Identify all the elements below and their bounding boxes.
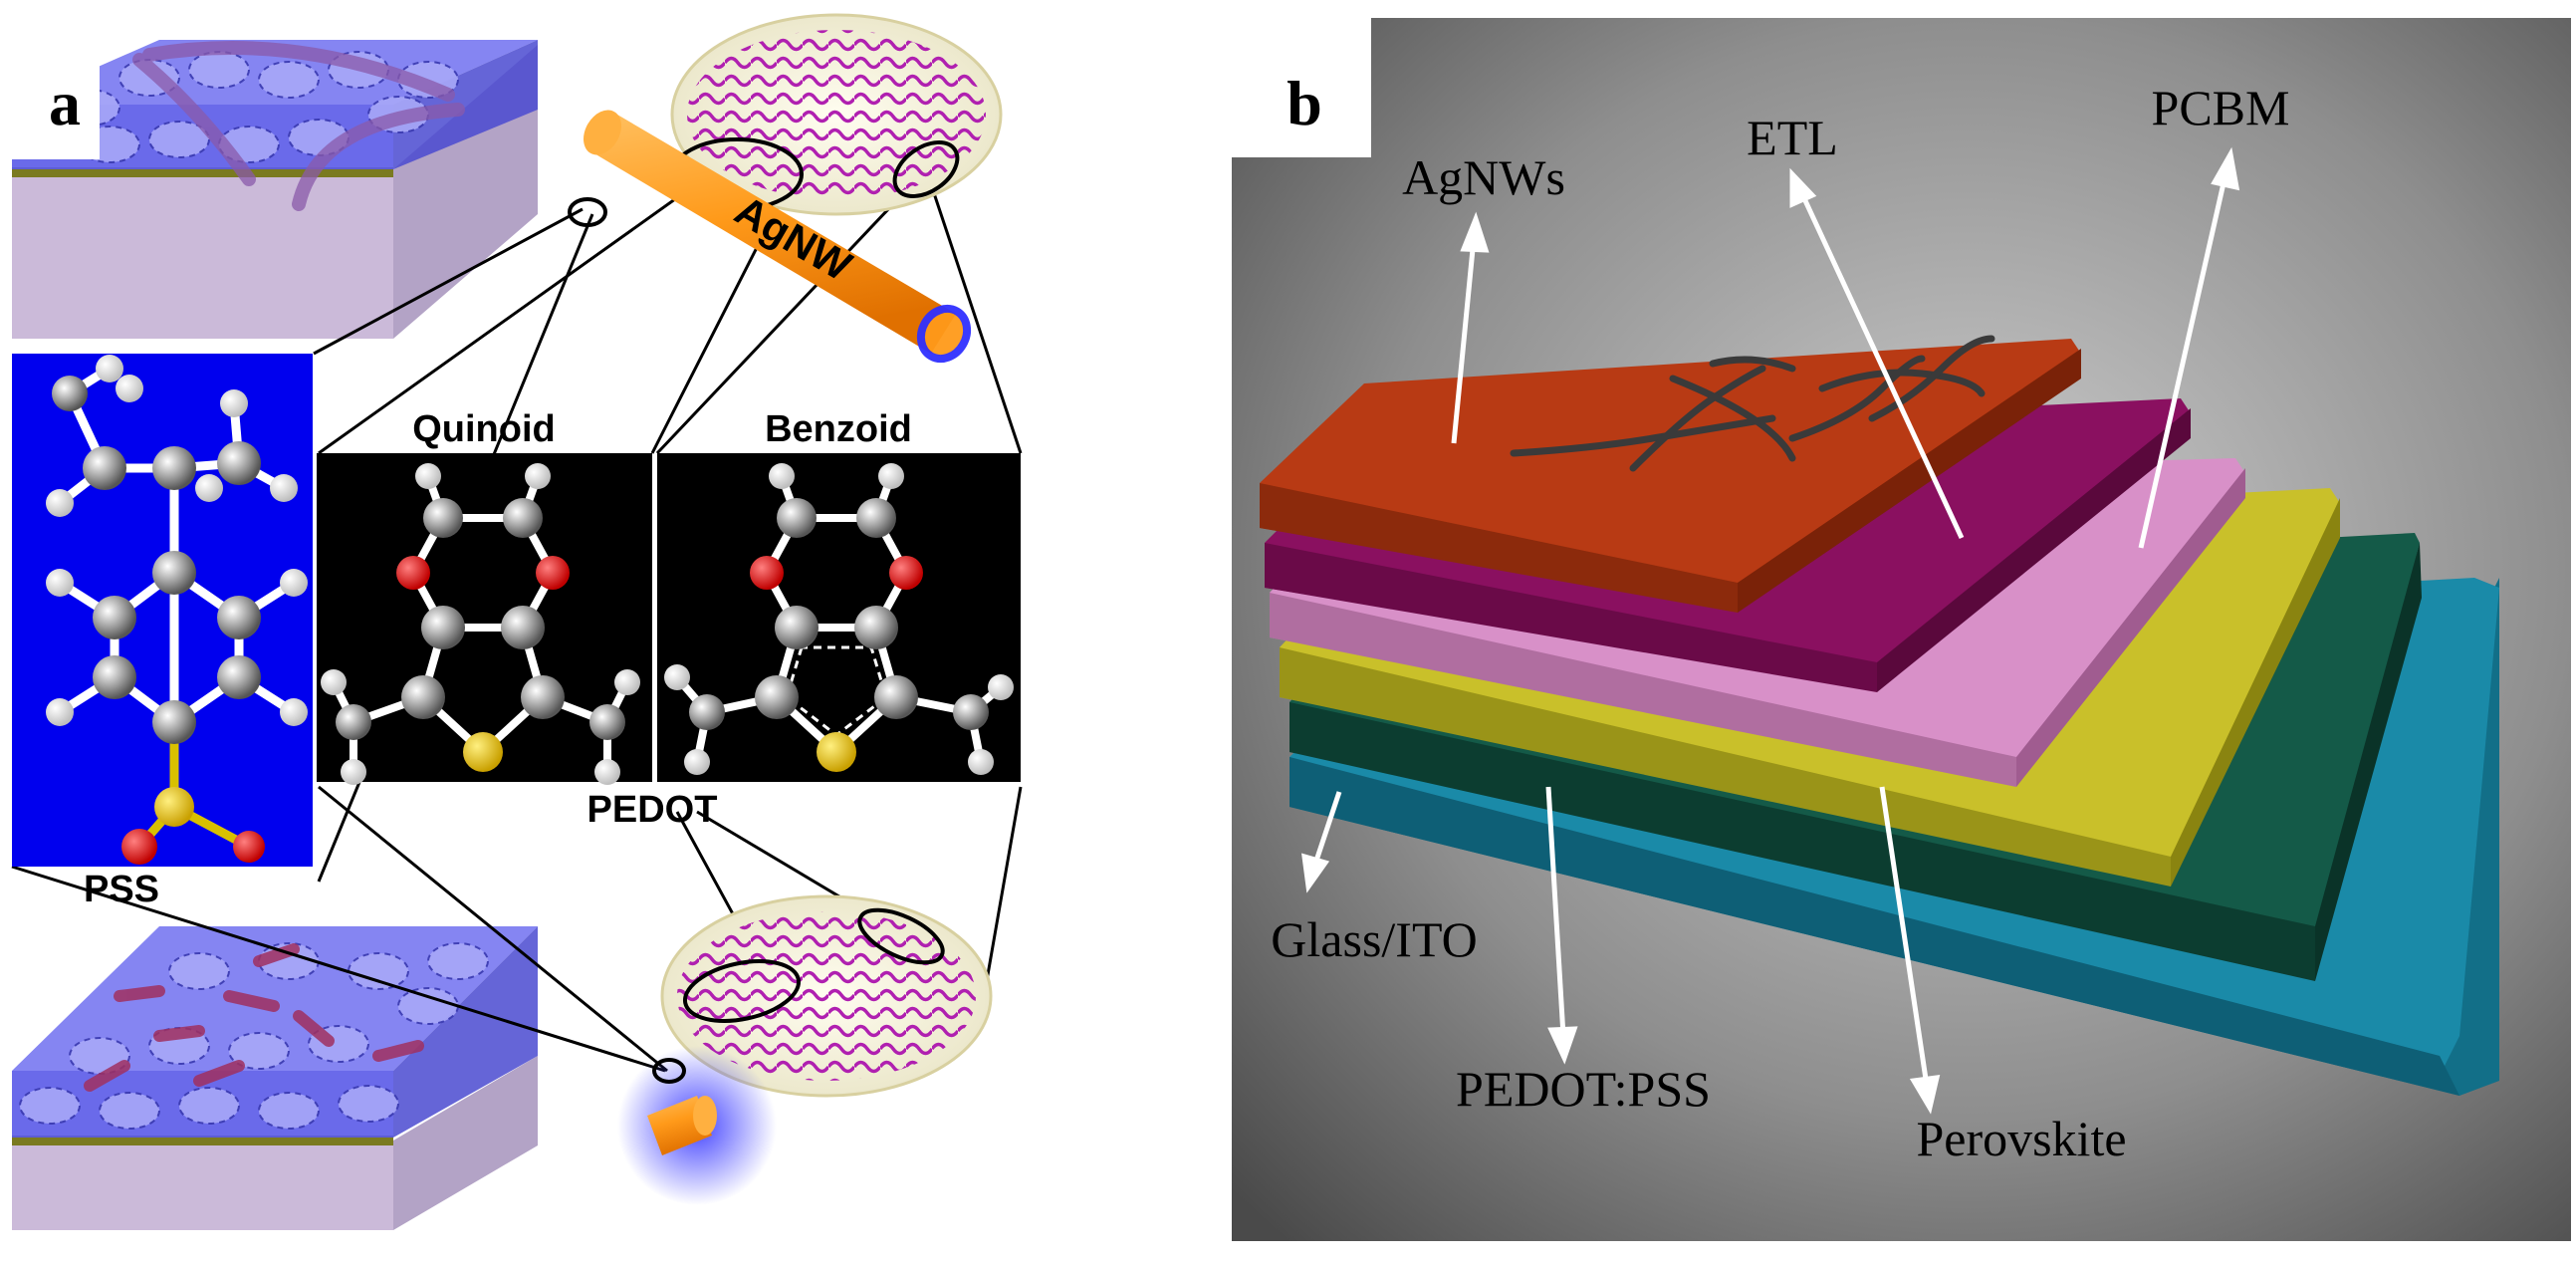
pedot-pss-label: PEDOT:PSS [1456, 1061, 1711, 1117]
panel-a: a AgNW [0, 13, 1023, 1230]
nanowire-network [1510, 335, 1995, 472]
top-zoom-marker [568, 197, 607, 227]
bottom-magnified-circle [660, 894, 993, 1098]
panel-a-letter-bg [0, 60, 100, 159]
glass-ito-label: Glass/ITO [1271, 911, 1477, 967]
panel-b-letter-bg [1232, 18, 1371, 157]
bottom-film-block [12, 926, 538, 1230]
perovskite-label: Perovskite [1916, 1111, 2126, 1166]
pcbm-label: PCBM [2152, 80, 2290, 135]
bottom-zoom-marker [652, 1058, 686, 1084]
agnws-label: AgNWs [1402, 149, 1565, 205]
benzoid-label: Benzoid [765, 408, 912, 450]
agnws-layer [1260, 335, 2081, 613]
label-arrows [1301, 146, 2240, 1115]
panel-b-letter: b [1287, 68, 1322, 138]
pss-panel [12, 354, 313, 867]
etl-label: ETL [1747, 110, 1838, 165]
panel-b: b [1232, 18, 2571, 1241]
short-nanowire [617, 1046, 777, 1205]
pss-label: PSS [84, 869, 159, 910]
panel-a-letter: a [49, 68, 81, 138]
quinoid-panel [317, 453, 652, 785]
top-magnified-circle [670, 13, 1003, 216]
pedot-label: PEDOT [587, 789, 718, 831]
quinoid-label: Quinoid [412, 408, 556, 450]
benzoid-panel [657, 453, 1021, 782]
